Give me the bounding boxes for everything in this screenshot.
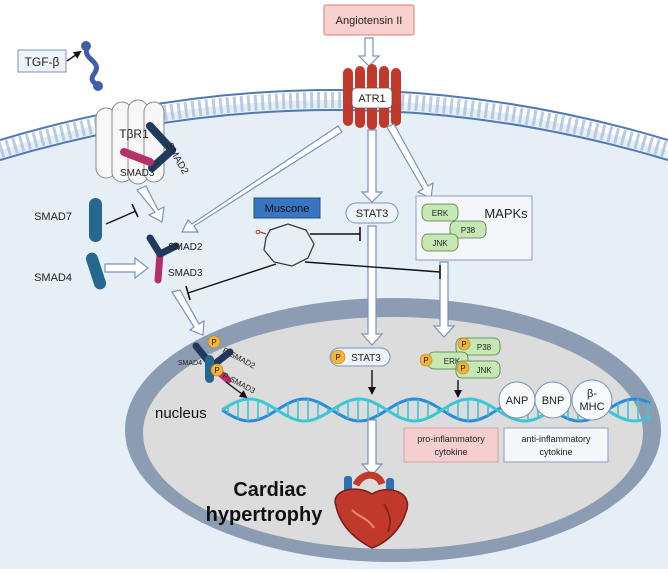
- receptor-to-smad-arrow: [136, 185, 165, 223]
- smad2-cyto-label: SMAD2: [168, 242, 203, 253]
- stat3-nuc-label: STAT3: [351, 353, 381, 364]
- smad2-smad3-cytoplasm: SMAD2 SMAD3: [146, 234, 203, 284]
- atr1-to-mapk-arrow: [386, 123, 434, 199]
- muscone-box: Muscone: [253, 197, 321, 219]
- outcome-line1: Cardiac: [233, 479, 306, 501]
- outcome-line2: hypertrophy: [206, 504, 324, 526]
- smad4-nuclear-label: SMAD4: [178, 360, 202, 367]
- muscone-inhibits-smad: [185, 263, 277, 301]
- angiotensin-to-atr1-arrow: [357, 37, 381, 67]
- erk-nuclear-label: ERK: [444, 357, 461, 366]
- muscone-molecule-icon: [255, 223, 315, 267]
- smad4-to-smad-arrow: [104, 256, 149, 280]
- p38-label: P38: [461, 226, 476, 235]
- stat3-nuclear: P STAT3: [329, 347, 391, 367]
- bnp-label: BNP: [542, 395, 565, 407]
- bmhc-label-bottom: MHC: [579, 401, 604, 413]
- atr1-label: ATR1: [358, 93, 385, 105]
- pro-inflammatory-line2: cytokine: [434, 447, 467, 457]
- mapk-title: MAPKs: [484, 206, 528, 221]
- angiotensin-ii-box: Angiotensin II: [323, 4, 415, 36]
- stat3-cytoplasm: STAT3: [345, 202, 399, 224]
- erk-phospho: P: [423, 356, 428, 365]
- tgf-beta-arrow: [66, 50, 82, 62]
- smad7-label: SMAD7: [34, 211, 72, 223]
- anti-inflammatory-box: anti-inflammatory cytokine: [503, 427, 609, 463]
- jnk-phospho: P: [460, 364, 465, 373]
- mapk-to-nucleus-arrow: [432, 261, 456, 338]
- p38-phospho: P: [461, 340, 466, 349]
- cell-membrane: [0, 89, 668, 161]
- pro-inflammatory-line1: pro-inflammatory: [417, 434, 485, 444]
- jnk-label: JNK: [432, 239, 448, 248]
- tgf-beta-ligand-icon: [81, 41, 103, 91]
- phospho-mapk-cluster: P38 ERK JNK P P P: [419, 337, 501, 379]
- anti-inflammatory-line2: cytokine: [539, 447, 572, 457]
- dna-to-heart-arrow: [360, 419, 384, 476]
- atr1-to-stat3-arrow: [360, 129, 384, 203]
- smad7-protein: SMAD7: [34, 198, 102, 242]
- erk-label: ERK: [432, 209, 449, 218]
- mapk-box: MAPKs ERK P38 JNK: [415, 195, 533, 261]
- bmhc-label-top: β-: [587, 388, 597, 400]
- muscone-inhibits-mapk: [304, 261, 441, 279]
- tbr1-label: TβR1: [119, 127, 149, 141]
- smad3-cyto-label: SMAD3: [168, 268, 203, 279]
- p38-nuclear-label: P38: [477, 343, 492, 352]
- muscone-label: Muscone: [265, 203, 310, 215]
- smad-to-nucleus-arrow: [171, 289, 205, 336]
- anp-label: ANP: [506, 395, 529, 407]
- nucleus-label: nucleus: [155, 405, 207, 422]
- smad4-protein: SMAD4: [34, 252, 107, 290]
- smad-to-dna-arrow: [225, 381, 248, 399]
- stat3-to-nucleus-arrow: [360, 225, 384, 346]
- heart-icon: [334, 471, 409, 549]
- hypertrophy-markers: ANP BNP β- MHC: [498, 379, 613, 421]
- muscone-inhibits-stat3: [310, 227, 361, 241]
- tgf-beta-box: TGF-β: [17, 49, 67, 73]
- atr1-to-smad-arrow: [181, 125, 343, 233]
- nucleus: [125, 298, 661, 562]
- smad4-label: SMAD4: [34, 272, 72, 284]
- stat3-cyto-label: STAT3: [356, 208, 389, 220]
- jnk-nuclear-label: JNK: [476, 366, 492, 375]
- psmad3-phospho: P: [214, 366, 219, 375]
- smad3-receptor-label: SMAD3: [120, 168, 155, 179]
- atr1-receptor: ATR1: [343, 64, 401, 130]
- stat3-phospho: P: [335, 353, 340, 362]
- anti-inflammatory-line1: anti-inflammatory: [521, 434, 591, 444]
- angiotensin-ii-label: Angiotensin II: [336, 15, 403, 27]
- smad7-inhibition: [105, 203, 139, 225]
- psmad2-phospho: P: [211, 338, 216, 347]
- pro-inflammatory-box: pro-inflammatory cytokine: [403, 427, 499, 463]
- tgf-beta-label: TGF-β: [25, 55, 60, 69]
